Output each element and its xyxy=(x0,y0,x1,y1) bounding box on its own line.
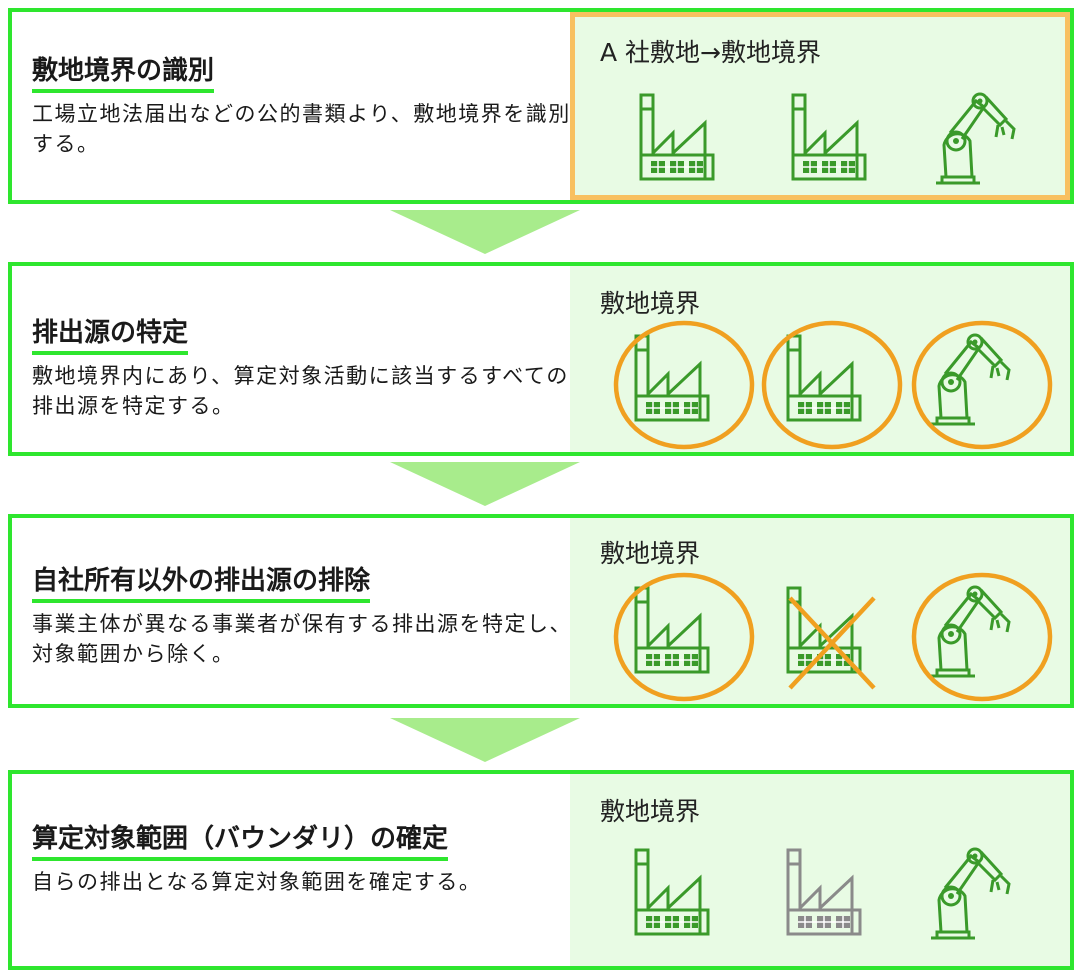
excluded-factory-icon xyxy=(760,838,880,958)
robot-arm-icon xyxy=(910,83,1030,203)
selection-circle-icon xyxy=(613,320,755,450)
down-arrow-icon xyxy=(390,210,580,254)
step-text: 敷地境界の識別 工場立地法届出などの公的書類より、敷地境界を識別する。 xyxy=(32,54,572,159)
selection-circle-icon xyxy=(613,572,755,702)
site-boundary-panel: 敷地境界 xyxy=(570,774,1070,966)
down-arrow-icon xyxy=(390,718,580,762)
step-description: 事業主体が異なる事業者が保有する排出源を特定し、対象範囲から除く。 xyxy=(32,612,572,666)
panel-label: 敷地境界 xyxy=(600,289,701,318)
step-description: 敷地境界内にあり、算定対象活動に該当するすべての排出源を特定する。 xyxy=(32,364,569,418)
factory-icon xyxy=(765,83,885,203)
step-text: 排出源の特定 敷地境界内にあり、算定対象活動に該当するすべての排出源を特定する。 xyxy=(32,316,572,421)
step-description: 工場立地法届出などの公的書類より、敷地境界を識別する。 xyxy=(32,102,571,156)
down-arrow-icon xyxy=(390,462,580,506)
step-title: 算定対象範囲（バウンダリ）の確定 xyxy=(32,822,449,861)
step-1-identify-site-boundary: 敷地境界の識別 工場立地法届出などの公的書類より、敷地境界を識別する。 A 社敷… xyxy=(8,8,1074,204)
step-4-determine-boundary: 算定対象範囲（バウンダリ）の確定 自らの排出となる算定対象範囲を確定する。 敷地… xyxy=(8,770,1074,970)
exclusion-cross-icon xyxy=(788,596,876,690)
step-title: 敷地境界の識別 xyxy=(32,54,215,93)
step-2-identify-emission-sources: 排出源の特定 敷地境界内にあり、算定対象活動に該当するすべての排出源を特定する。… xyxy=(8,262,1074,456)
selection-circle-icon xyxy=(761,320,903,450)
step-text: 算定対象範囲（バウンダリ）の確定 自らの排出となる算定対象範囲を確定する。 xyxy=(32,822,572,897)
selection-circle-icon xyxy=(911,320,1053,450)
site-boundary-panel: 敷地境界 xyxy=(570,518,1070,704)
robot-arm-icon xyxy=(905,838,1025,958)
panel-label: 敷地境界 xyxy=(600,797,701,826)
panel-label: 敷地境界 xyxy=(600,539,701,568)
step-3-exclude-non-owned-sources: 自社所有以外の排出源の排除 事業主体が異なる事業者が保有する排出源を特定し、対象… xyxy=(8,514,1074,708)
step-description: 自らの排出となる算定対象範囲を確定する。 xyxy=(32,870,482,894)
step-title: 排出源の特定 xyxy=(32,316,189,355)
step-title: 自社所有以外の排出源の排除 xyxy=(32,564,371,603)
site-boundary-panel: A 社敷地→敷地境界 xyxy=(570,12,1070,200)
factory-icon xyxy=(608,838,728,958)
panel-label: A 社敷地→敷地境界 xyxy=(600,38,821,67)
site-boundary-panel: 敷地境界 xyxy=(570,266,1070,452)
factory-icon xyxy=(613,83,733,203)
step-text: 自社所有以外の排出源の排除 事業主体が異なる事業者が保有する排出源を特定し、対象… xyxy=(32,564,572,669)
selection-circle-icon xyxy=(911,572,1053,702)
